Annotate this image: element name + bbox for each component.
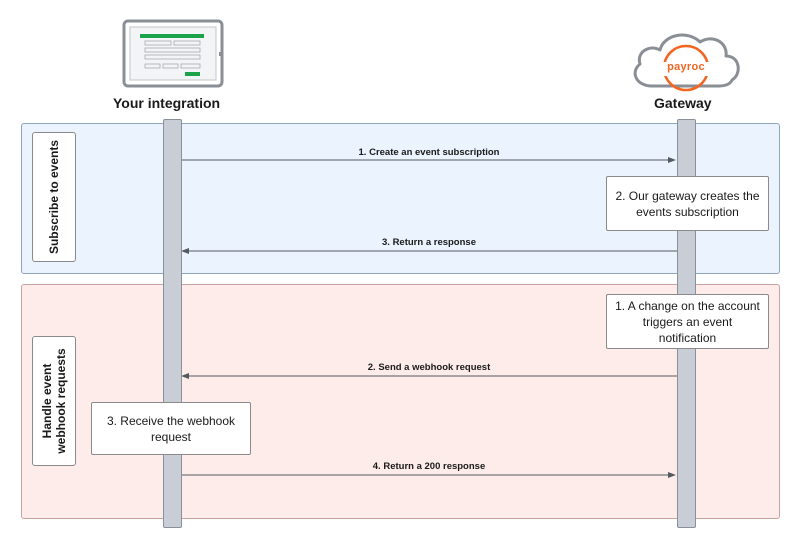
- note-account-change: 1. A change on the account triggers an e…: [606, 294, 769, 349]
- webhook-section-label: Handle event webhook requests: [32, 336, 76, 466]
- subscribe-section-label: Subscribe to events: [32, 132, 76, 262]
- note-line: notification: [658, 330, 717, 345]
- note-receive-webhook: 3. Receive the webhook request: [91, 402, 251, 455]
- message-create-subscription: 1. Create an event subscription: [358, 147, 500, 158]
- integration-lifeline: [163, 119, 182, 528]
- arrowhead-return-200: [668, 472, 676, 478]
- note-line: 2. Our gateway creates the: [615, 188, 760, 203]
- arrowhead-send-webhook: [181, 373, 189, 379]
- note-line: 3. Receive the webhook: [106, 413, 236, 428]
- message-return-response: 3. Return a response: [382, 237, 476, 248]
- message-return-200: 4. Return a 200 response: [372, 461, 486, 472]
- note-line: triggers an event: [642, 314, 733, 329]
- payroc-logo: [658, 44, 714, 92]
- note-line: events subscription: [636, 204, 739, 219]
- message-send-webhook: 2. Send a webhook request: [367, 362, 491, 373]
- arrowhead-create-subscription: [668, 157, 676, 163]
- note-line: 1. A change on the account: [615, 298, 760, 313]
- arrowhead-return-response: [181, 248, 189, 254]
- gateway-actor-label: Gateway: [654, 95, 712, 111]
- integration-actor-label: Your integration: [113, 95, 221, 111]
- laptop-icon: [122, 19, 224, 88]
- note-gateway-creates-subscription: 2. Our gateway creates the events subscr…: [606, 176, 769, 231]
- payroc-logo-text: payroc: [667, 61, 705, 73]
- message-arrows: [181, 157, 677, 478]
- note-line: request: [150, 429, 192, 444]
